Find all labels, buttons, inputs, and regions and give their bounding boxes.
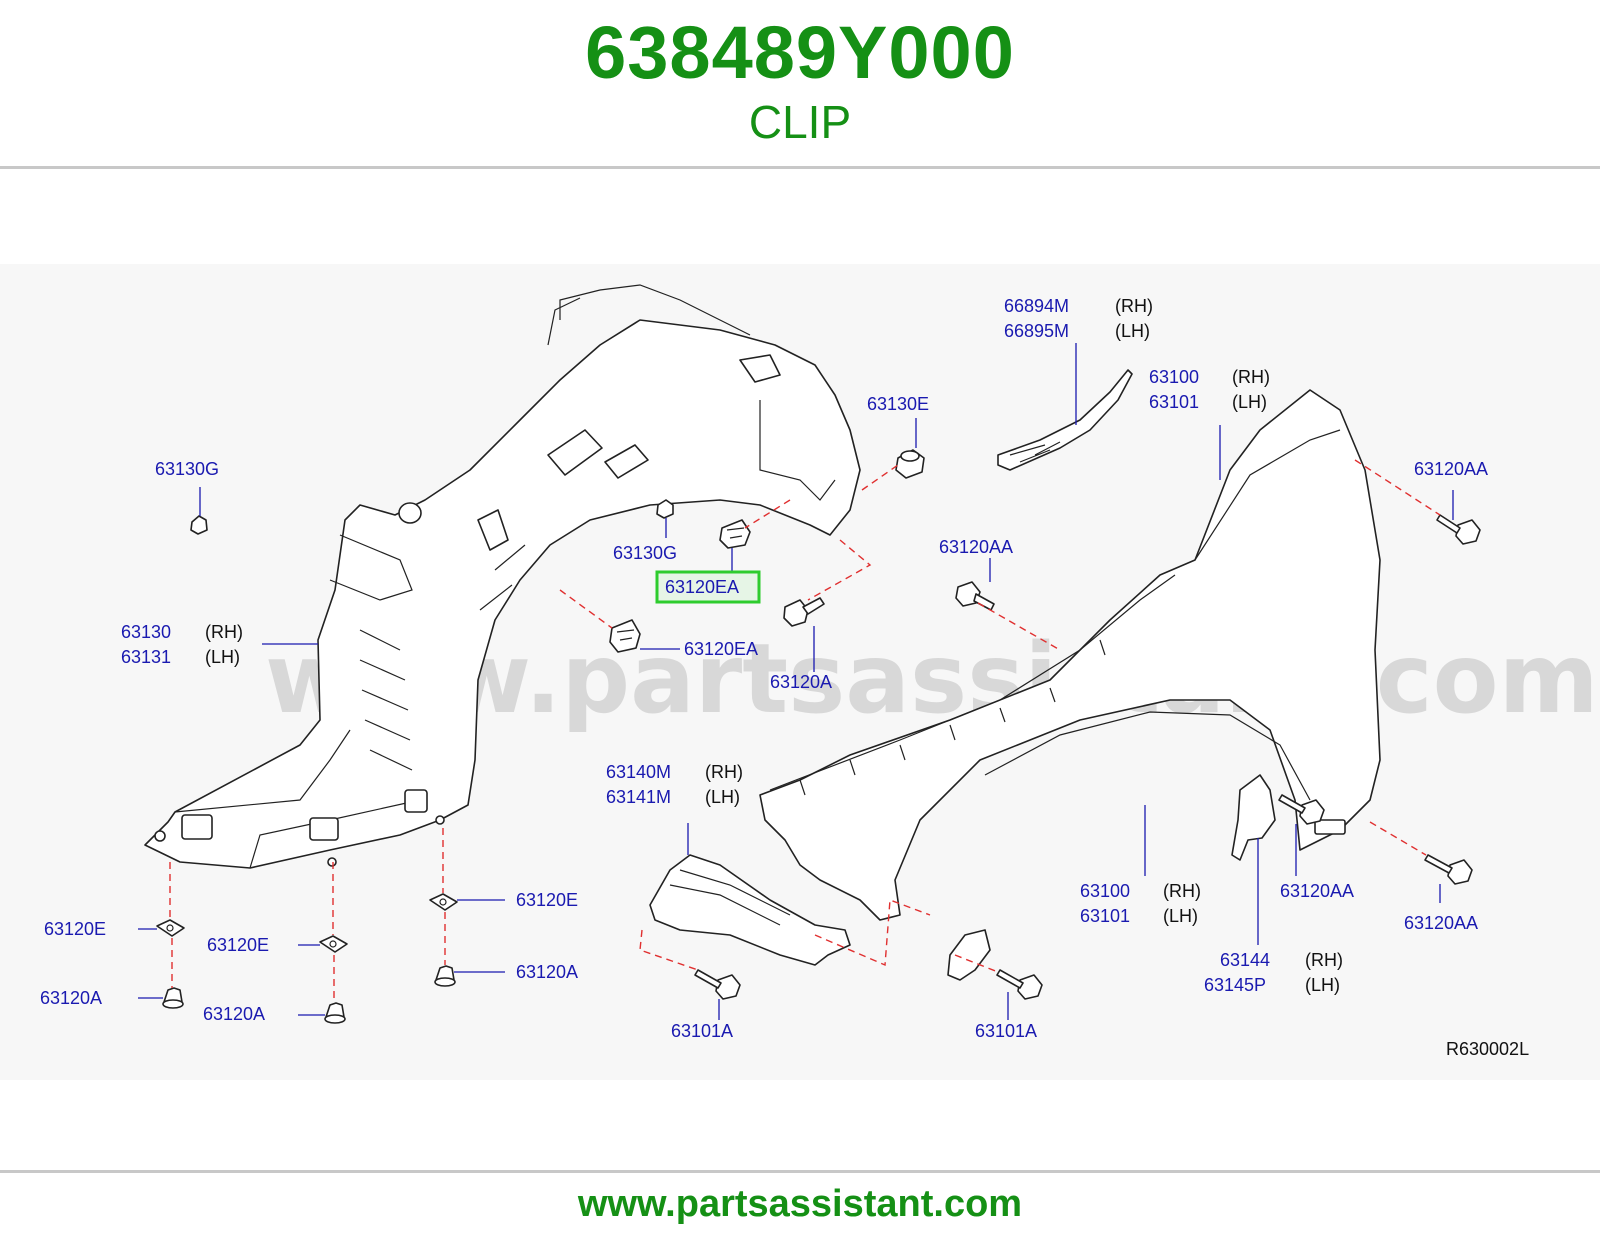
- label-63120E-left[interactable]: 63120E: [44, 919, 106, 939]
- label-63120A-right[interactable]: 63120A: [516, 962, 578, 982]
- bolt-63120AA-right-lower: [1424, 854, 1473, 885]
- label-63144[interactable]: 63144: [1220, 950, 1270, 970]
- label-63120AA-bracket[interactable]: 63120AA: [1280, 881, 1354, 901]
- grommet-63130G-center: [656, 499, 674, 519]
- fender-seal-strip: [997, 369, 1133, 471]
- bolt-63120AA-mid: [955, 581, 995, 611]
- label-63120E-right[interactable]: 63120E: [516, 890, 578, 910]
- fender-lower-bracket: [947, 929, 991, 981]
- rivet-63120A-right: [434, 965, 456, 987]
- diagram-reference-code: R630002L: [1446, 1039, 1529, 1059]
- front-fender-panel: [759, 389, 1381, 921]
- label-63100-top[interactable]: 63100: [1149, 367, 1199, 387]
- label-63101-bottom[interactable]: 63101: [1080, 906, 1130, 926]
- bolt-63120AA-top-right: [1436, 514, 1481, 545]
- label-63120AA-top-right[interactable]: 63120AA: [1414, 459, 1488, 479]
- nut-63120E-middle: [319, 935, 348, 953]
- side-66895M: (LH): [1115, 321, 1150, 341]
- rivet-63120A-left: [162, 987, 184, 1009]
- label-63130G-left[interactable]: 63130G: [155, 459, 219, 479]
- label-63101A-right[interactable]: 63101A: [975, 1021, 1037, 1041]
- header-divider: [0, 166, 1600, 169]
- side-63144: (RH): [1305, 950, 1343, 970]
- diagram-canvas: www.partsassistant.com: [40, 284, 1599, 1059]
- rivet-63120A-middle: [324, 1002, 346, 1024]
- label-63100-bottom[interactable]: 63100: [1080, 881, 1130, 901]
- bolt-63101A-left: [694, 969, 741, 1000]
- parts-diagram: www.partsassistant.com: [0, 264, 1600, 1080]
- side-63141M: (LH): [705, 787, 740, 807]
- side-63145P: (LH): [1305, 975, 1340, 995]
- footer-divider: [0, 1170, 1600, 1173]
- nut-63120E-left: [156, 919, 185, 937]
- label-63130E[interactable]: 63130E: [867, 394, 929, 414]
- label-63140M[interactable]: 63140M: [606, 762, 671, 782]
- label-63120A-center[interactable]: 63120A: [770, 672, 832, 692]
- bolt-63120AA-bracket: [1278, 794, 1325, 825]
- label-63120E-middle[interactable]: 63120E: [207, 935, 269, 955]
- side-63130: (RH): [205, 622, 243, 642]
- label-63120EA-lower[interactable]: 63120EA: [684, 639, 758, 659]
- label-63130[interactable]: 63130: [121, 622, 171, 642]
- assembly-dashed-lines: [169, 459, 1441, 1002]
- clip-63120EA-lower: [609, 619, 641, 653]
- label-63120AA-right-lower[interactable]: 63120AA: [1404, 913, 1478, 933]
- nut-63120E-right: [429, 893, 458, 911]
- mud-guard-bracket: [649, 854, 851, 966]
- label-63130G-center[interactable]: 63130G: [613, 543, 677, 563]
- label-63145P[interactable]: 63145P: [1204, 975, 1266, 995]
- side-66894M: (RH): [1115, 296, 1153, 316]
- leader-lines: [138, 343, 1454, 1020]
- fender-bracket-63144: [1231, 774, 1276, 861]
- side-63140M: (RH): [705, 762, 743, 782]
- label-63120A-middle[interactable]: 63120A: [203, 1004, 265, 1024]
- part-labels: 66894M (RH) 66895M (LH) 63100 (RH) 63101…: [40, 296, 1529, 1059]
- bolt-63101A-right: [996, 969, 1043, 1000]
- side-63101-bottom: (LH): [1163, 906, 1198, 926]
- label-66895M[interactable]: 66895M: [1004, 321, 1069, 341]
- label-63101A-left[interactable]: 63101A: [671, 1021, 733, 1041]
- label-63131[interactable]: 63131: [121, 647, 171, 667]
- side-63100-bottom: (RH): [1163, 881, 1201, 901]
- highlighted-part-box: [655, 570, 761, 604]
- part-name-subtitle: CLIP: [748, 96, 852, 148]
- side-63100-top: (RH): [1232, 367, 1270, 387]
- bolt-63120A-center: [783, 597, 825, 627]
- fender-protector-liner: [144, 284, 861, 869]
- grommet-63130E: [895, 449, 925, 479]
- part-number-title: 638489Y000: [585, 11, 1015, 94]
- side-63131: (LH): [205, 647, 240, 667]
- clip-63120EA-upper: [719, 519, 751, 549]
- side-63101-top: (LH): [1232, 392, 1267, 412]
- page-header: 638489Y000 CLIP: [0, 0, 1600, 168]
- label-63120A-left[interactable]: 63120A: [40, 988, 102, 1008]
- label-66894M[interactable]: 66894M: [1004, 296, 1069, 316]
- footer-website-link[interactable]: www.partsassistant.com: [577, 1183, 1023, 1225]
- label-63141M[interactable]: 63141M: [606, 787, 671, 807]
- grommet-63130G-left: [190, 515, 208, 535]
- label-63101-top[interactable]: 63101: [1149, 392, 1199, 412]
- label-63120AA-mid[interactable]: 63120AA: [939, 537, 1013, 557]
- label-63120EA-highlighted[interactable]: 63120EA: [665, 577, 739, 597]
